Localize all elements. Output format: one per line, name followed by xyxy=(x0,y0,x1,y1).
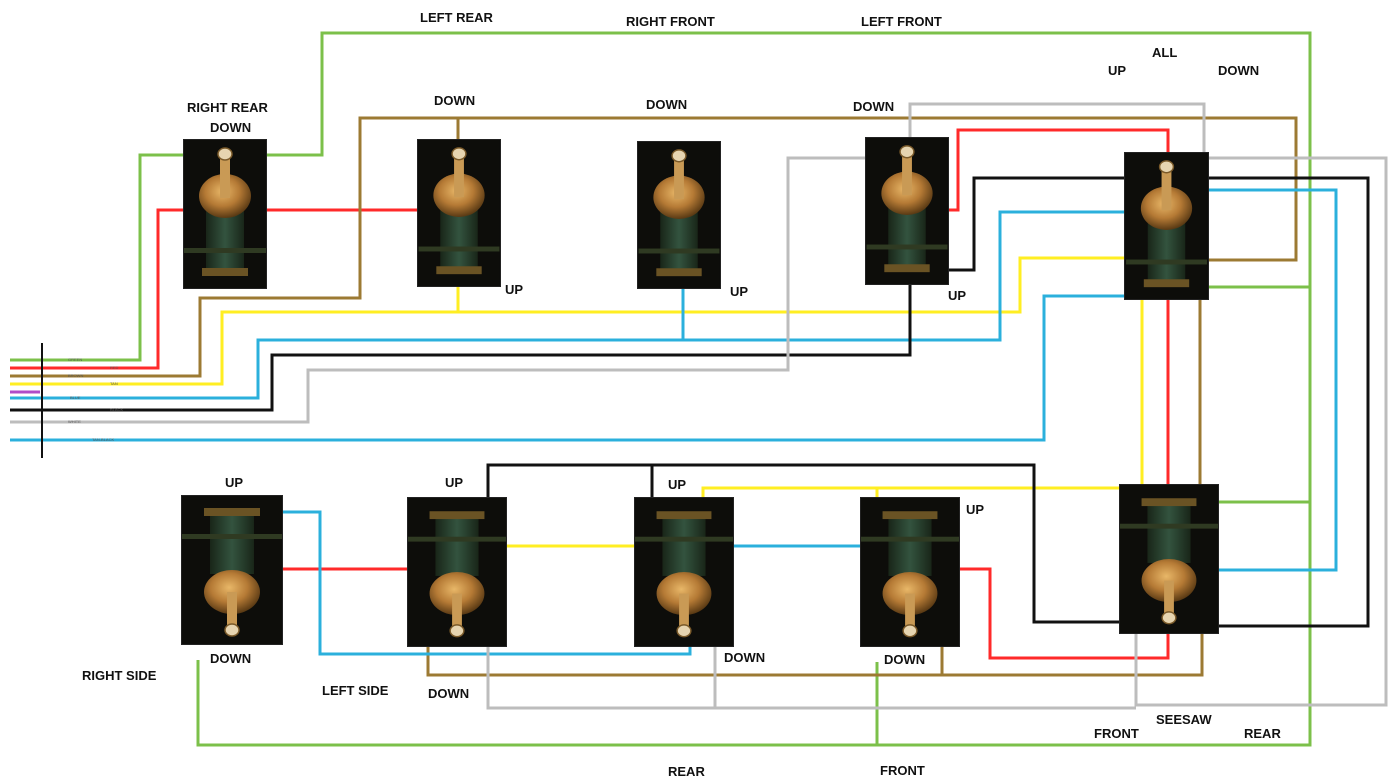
wire-label-brown: BROWN xyxy=(68,373,83,378)
switch-left-front[interactable] xyxy=(866,138,948,284)
label-right-front-down: DOWN xyxy=(646,97,688,112)
label-seesaw: SEESAW xyxy=(1156,712,1212,727)
wire-red-feed xyxy=(10,208,185,370)
wire-blue-feed xyxy=(10,210,1125,400)
toggle-switch-icon xyxy=(1125,153,1208,299)
label-right-side-up: UP xyxy=(225,475,244,490)
wire-white-feed xyxy=(10,156,866,424)
label-left-rear-up: UP xyxy=(505,282,524,297)
wire-label-tan-black: TAN-BLACK xyxy=(92,437,114,442)
label-front-down: DOWN xyxy=(724,650,766,665)
wire-label-green: GREEN xyxy=(68,357,82,362)
label-seesaw-front: FRONT xyxy=(1094,726,1139,741)
label-left-rear: LEFT REAR xyxy=(420,10,493,25)
wire-brown-bottom xyxy=(426,632,1204,677)
toggle-switch-icon xyxy=(408,498,506,646)
wire-blue-all xyxy=(1208,188,1338,572)
switch-front[interactable] xyxy=(635,498,733,646)
wire-yellow-feed xyxy=(10,256,1125,386)
wire-label-white: WHITE xyxy=(68,419,81,424)
switch-seesaw[interactable] xyxy=(1120,485,1218,633)
label-left-side: LEFT SIDE xyxy=(322,683,389,698)
switch-left-rear[interactable] xyxy=(418,140,500,286)
wire-yellow-b3 xyxy=(701,486,1120,500)
toggle-switch-icon xyxy=(866,138,948,284)
label-bottom-front: FRONT xyxy=(880,763,925,778)
label-left-rear-down: DOWN xyxy=(434,93,476,108)
label-right-front: RIGHT FRONT xyxy=(626,14,715,29)
toggle-switch-icon xyxy=(418,140,500,286)
label-left-front-down: DOWN xyxy=(853,99,895,114)
label-right-side: RIGHT SIDE xyxy=(82,668,157,683)
wire-black-bottom xyxy=(486,463,1120,624)
wire-label-yellow: TAN xyxy=(110,381,118,386)
label-left-side-down: DOWN xyxy=(428,686,470,701)
wire-label-blue: BLUE xyxy=(70,395,81,400)
label-all: ALL xyxy=(1152,45,1178,60)
switch-rear[interactable] xyxy=(861,498,959,646)
label-front-up: UP xyxy=(668,477,687,492)
toggle-switch-icon xyxy=(635,498,733,646)
wire-label-red: RED xyxy=(110,365,119,370)
label-right-front-up: UP xyxy=(730,284,749,299)
label-right-rear: RIGHT REAR xyxy=(187,100,268,115)
switch-right-side[interactable] xyxy=(182,496,282,644)
wire-white-s4 xyxy=(908,102,1206,155)
wire-blue-light xyxy=(10,294,1125,442)
wire-brown-feed xyxy=(10,116,1298,378)
label-seesaw-rear: REAR xyxy=(1244,726,1281,741)
wire-green-top xyxy=(196,31,1312,747)
wire-white-bottom xyxy=(486,644,1136,710)
toggle-switch-icon xyxy=(182,496,282,644)
label-left-front: LEFT FRONT xyxy=(861,14,942,29)
label-left-side-up: UP xyxy=(445,475,464,490)
label-bottom-rear: REAR xyxy=(668,764,705,779)
label-all-up: UP xyxy=(1108,63,1127,78)
label-left-front-up: UP xyxy=(948,288,967,303)
wire-label-black: BLACK xyxy=(110,407,123,412)
switch-all[interactable] xyxy=(1125,153,1208,299)
label-all-down: DOWN xyxy=(1218,63,1260,78)
switch-right-rear[interactable] xyxy=(184,140,266,288)
label-rear-up: UP xyxy=(966,502,985,517)
switch-left-side[interactable] xyxy=(408,498,506,646)
wire-green-main xyxy=(10,153,185,362)
toggle-switch-icon xyxy=(1120,485,1218,633)
toggle-switch-icon xyxy=(184,140,266,288)
label-right-rear-down: DOWN xyxy=(210,120,252,135)
toggle-switch-icon xyxy=(638,142,720,288)
label-right-side-down: DOWN xyxy=(210,651,252,666)
wire-red-all xyxy=(948,128,1170,212)
toggle-switch-icon xyxy=(861,498,959,646)
wire-red-seesaw xyxy=(959,567,1170,660)
wire-white-all xyxy=(1134,156,1388,707)
wire-black-feed xyxy=(10,285,912,412)
wire-blue-bottom1 xyxy=(282,510,692,656)
label-rear-down: DOWN xyxy=(884,652,926,667)
switch-right-front[interactable] xyxy=(638,142,720,288)
